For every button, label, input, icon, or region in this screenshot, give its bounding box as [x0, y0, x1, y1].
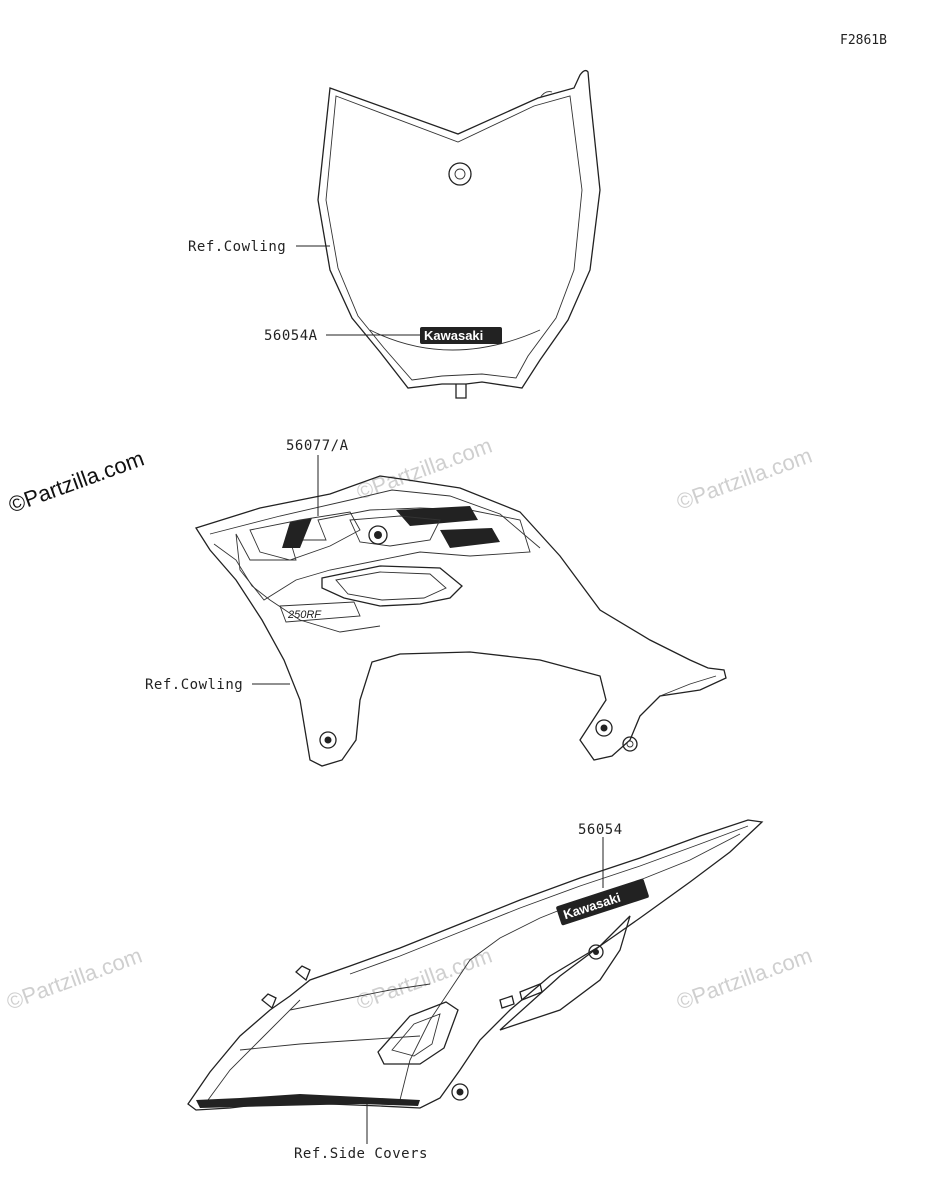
label-56054: 56054 — [578, 822, 623, 838]
kawasaki-logo — [420, 327, 502, 344]
label-ref-side-covers: Ref.Side Covers — [294, 1146, 428, 1162]
radiator-shroud: 250RF — [194, 475, 727, 767]
label-ref-cowling-shroud: Ref.Cowling — [145, 677, 243, 693]
watermark-faint: ©Partzilla.com — [3, 943, 145, 1015]
label-56077-A: 56077/A — [286, 438, 349, 454]
figure-code: F2861B — [840, 33, 887, 48]
front-number-plate: Kawasaki — [317, 69, 601, 399]
label-56054A: 56054A — [264, 328, 318, 344]
side-cover: Kawasaki — [187, 819, 764, 1111]
kawasaki-logo-text: Kawasaki — [424, 328, 483, 343]
svg-text:250RF: 250RF — [287, 609, 322, 621]
watermark-main: ©Partzilla.com — [5, 446, 147, 518]
watermark-faint: ©Partzilla.com — [353, 943, 495, 1015]
label-ref-cowling-front: Ref.Cowling — [188, 239, 286, 255]
watermark-faint: ©Partzilla.com — [673, 943, 815, 1015]
watermark-faint: ©Partzilla.com — [673, 443, 815, 515]
kawasaki-logo-side-text: Kawasaki — [561, 890, 622, 923]
